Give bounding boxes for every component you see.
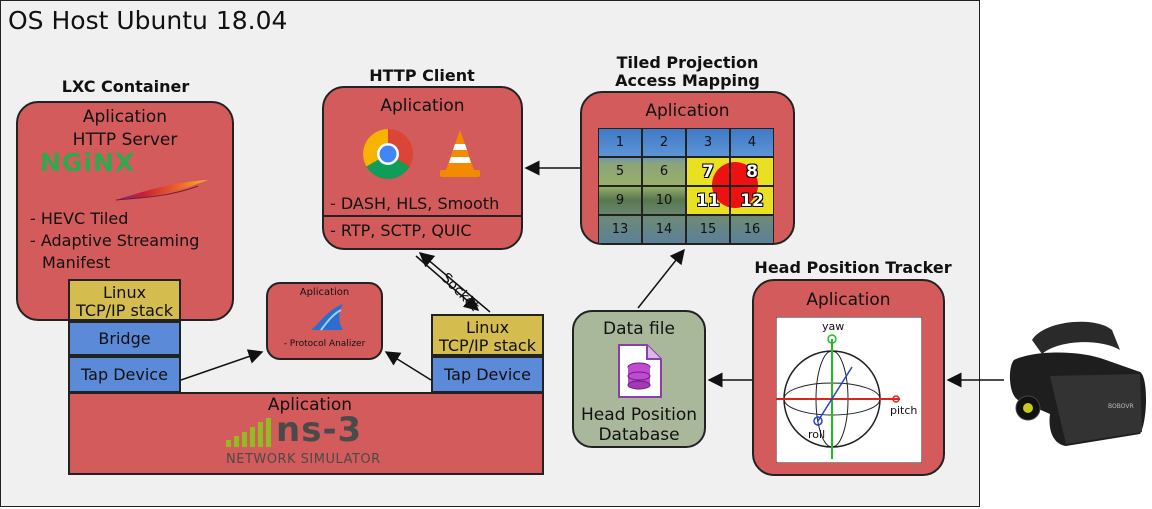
rotation-sphere-diagram [776,317,922,463]
tiled-app-label: Aplication [645,101,730,121]
lxc-tcp-line2: TCP/IP stack [76,301,173,320]
tiled-title-1: Tiled Projection [616,53,759,72]
ns3-signal-icon [226,418,271,447]
client-tcp-line1: Linux [465,318,510,337]
lxc-tcp-line1: Linux [102,283,147,302]
ns3-app-box [68,392,544,475]
pitch-label: pitch [890,404,918,417]
arrow-datafile-to-tiled [637,248,685,309]
http-divider [322,215,523,217]
tile: 13 [598,215,642,244]
tracker-title: Head Position Tracker [754,258,952,277]
tile-highlighted: 12 [730,186,774,215]
tile: 5 [598,157,642,186]
tile: 14 [642,215,686,244]
http-client-app-box [322,86,523,250]
arrow-client-tap-to-analyzer [384,351,432,381]
datafile-title: Data file [603,319,675,339]
roll-label: roll [808,428,826,441]
http-protocols-1: - DASH, HLS, Smooth [330,194,500,213]
tiled-title-2: Access Mapping [615,71,760,90]
tile: 3 [686,128,730,157]
lxc-feature-2: - Adaptive Streaming [30,231,200,250]
analyzer-desc: - Protocol Analizer [283,339,366,349]
apache-feather-icon [115,180,208,201]
vlc-icon [440,130,480,177]
wireshark-fin-icon [311,304,343,331]
lxc-feature-3: Manifest [42,253,111,272]
nginx-logo: NGiNX [40,148,136,177]
tile: 6 [642,157,686,186]
tile: 4 [730,128,774,157]
database-icon [618,344,662,398]
tile-highlighted: 7 [686,157,730,186]
http-client-app-label: Aplication [380,96,465,116]
client-tcp-line2: TCP/IP stack [439,336,536,355]
tile: 10 [642,186,686,215]
datafile-name-1: Head Position [580,405,698,425]
lxc-title: LXC Container [61,77,190,96]
client-tcp-stack: Linux TCP/IP stack [431,314,544,356]
datafile-name-2: Database [598,425,680,445]
http-protocols-2: - RTP, SCTP, QUIC [330,221,472,240]
bridge-box: Bridge [68,321,181,356]
arrow-lxc-tap-to-analyzer [180,349,264,381]
yaw-label: yaw [822,320,845,333]
http-client-title: HTTP Client [369,66,475,85]
lxc-tcp-stack: Linux TCP/IP stack [68,279,181,321]
ns3-logo: ns-3 [276,410,363,450]
arrow-socket-down [415,255,480,311]
host-title: OS Host Ubuntu 18.04 [8,6,288,35]
tracker-app-label: Aplication [806,290,891,310]
analyzer-app-label: Aplication [299,287,350,298]
lxc-tap-device: Tap Device [68,356,181,393]
ns3-subtitle: NETWORK SIMULATOR [226,452,381,467]
tile-highlighted: 11 [686,186,730,215]
tile: 2 [642,128,686,157]
tile-highlighted: 8 [730,157,774,186]
chrome-icon [363,129,413,179]
lxc-server-label: HTTP Server [72,130,178,150]
tile: 9 [598,186,642,215]
lxc-feature-1: - HEVC Tiled [30,209,129,228]
client-tap-device: Tap Device [431,356,544,393]
tile: 1 [598,128,642,157]
ns3-app-label: Aplication [267,395,353,415]
headset-icon: BOBOVR [1009,321,1146,446]
tile: 16 [730,215,774,244]
headset-brand: BOBOVR [1108,403,1134,410]
tile-grid: 1 2 3 4 5 6 7 8 9 10 11 12 13 14 15 16 [598,128,774,244]
tile: 15 [686,215,730,244]
lxc-app-label: Aplication [82,107,168,127]
arrow-socket-up [418,252,491,313]
